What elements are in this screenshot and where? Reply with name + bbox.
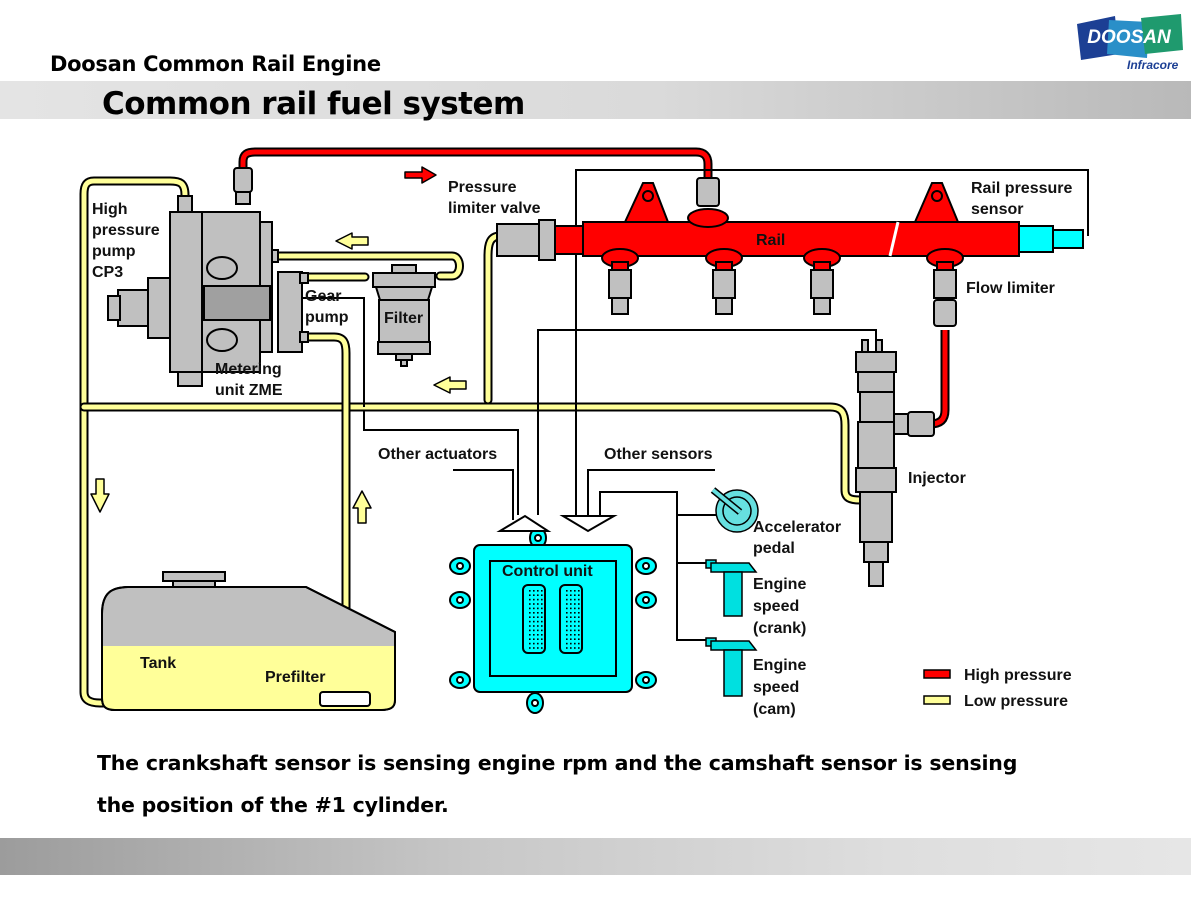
label-other-actuators: Other actuators: [378, 446, 497, 463]
label-rail-sensor-2: sensor: [971, 201, 1023, 218]
label-tank: Tank: [140, 655, 176, 672]
doosan-logo: DOOSAN: [1077, 14, 1183, 60]
prefilter: [319, 691, 371, 707]
label-injector: Injector: [908, 470, 966, 487]
rail-outlet-fitting: [803, 248, 841, 315]
label-cam-3: (cam): [753, 701, 796, 718]
label-pump-4: CP3: [92, 264, 123, 281]
header-subtitle: Doosan Common Rail Engine: [50, 52, 381, 76]
title-band: [0, 81, 1191, 119]
label-control-unit: Control unit: [502, 563, 593, 580]
control-unit: [449, 527, 657, 714]
fuel-tank: [101, 571, 396, 711]
label-crank-1: Engine: [753, 576, 806, 593]
legend-swatch-high: [923, 669, 951, 679]
wire-rail-sensor: [575, 169, 1089, 515]
injector: [855, 339, 935, 587]
ecu-mount-lug: [635, 671, 657, 689]
label-other-sensors: Other sensors: [604, 446, 713, 463]
page-title: Common rail fuel system: [102, 86, 525, 122]
label-limiter-2: limiter valve: [448, 200, 541, 217]
caption-line-1: The crankshaft sensor is sensing engine …: [97, 751, 1018, 775]
rail-outlet-fitting: [926, 248, 964, 327]
label-gear-pump-2: pump: [305, 309, 349, 326]
label-accel-1: Accelerator: [753, 519, 841, 536]
label-pump-1: High: [92, 201, 128, 218]
label-metering-1: Metering: [215, 361, 282, 378]
ecu-mount-lug: [526, 692, 544, 714]
rail-to-injector-line: [925, 330, 950, 429]
label-flow-limiter: Flow limiter: [966, 280, 1055, 297]
wire-other-sensors: [587, 469, 715, 520]
wire-sensors-bus: [599, 491, 720, 641]
rail-outlets: [601, 248, 964, 327]
flow-arrows: [90, 166, 467, 524]
label-prefilter: Prefilter: [265, 669, 325, 686]
fuel-filter: [372, 264, 436, 367]
label-limiter-1: Pressure: [448, 179, 517, 196]
ecu-mount-lug: [449, 557, 471, 575]
legend-label-high: High pressure: [964, 667, 1072, 684]
pump-shaft: [203, 285, 271, 321]
label-pump-3: pump: [92, 243, 136, 260]
label-rail: Rail: [756, 232, 785, 249]
label-cam-2: speed: [753, 679, 799, 696]
arrow-down-icon: [90, 478, 110, 513]
pump-inlet-fitting: [177, 195, 193, 213]
label-pump-2: pressure: [92, 222, 160, 239]
label-cam-1: Engine: [753, 657, 806, 674]
wire-other-actuators: [453, 469, 514, 520]
label-crank-2: speed: [753, 598, 799, 615]
label-metering-2: unit ZME: [215, 382, 283, 399]
label-crank-3: (crank): [753, 620, 806, 637]
ecu-inputs: [496, 514, 618, 533]
caption-line-2: the position of the #1 cylinder.: [97, 793, 449, 817]
rail-outlet-fitting: [705, 248, 743, 315]
ecu-mount-lug: [635, 557, 657, 575]
arrow-up-icon: [352, 490, 372, 524]
cam-speed-sensor: [705, 637, 758, 697]
wire-injector: [537, 329, 877, 515]
wire-metering-unit: [300, 297, 519, 515]
logo-division: Infracore: [1127, 58, 1179, 72]
ecu-mount-lug: [449, 671, 471, 689]
pump-to-rail-line: [238, 147, 713, 178]
rail-outlet-fitting: [601, 248, 639, 315]
accelerator-pedal-sensor: [710, 487, 759, 533]
ecu-mount-lug: [635, 591, 657, 609]
label-gear-pump-1: Gear: [305, 288, 341, 305]
legend-swatch-low: [923, 695, 951, 705]
component-labels: High pressure pump CP3 Gear pump Meterin…: [92, 179, 1072, 718]
crank-speed-sensor: [705, 559, 758, 617]
rail-pressure-sensor: [1018, 225, 1054, 253]
arrow-left-icon: [335, 232, 369, 250]
legend-label-low: Low pressure: [964, 693, 1068, 710]
label-accel-2: pedal: [753, 540, 795, 557]
footer-band: [0, 838, 1191, 875]
pressure-limiter-valve: [496, 219, 584, 261]
arrow-right-icon: [404, 166, 437, 184]
label-filter: Filter: [384, 310, 423, 327]
legend: High pressure Low pressure: [923, 667, 1072, 710]
ecu-mount-lug: [449, 591, 471, 609]
logo-brand: DOOSAN: [1087, 27, 1172, 48]
arrow-left-icon: [433, 376, 467, 394]
label-rail-sensor-1: Rail pressure: [971, 180, 1072, 197]
logo-square-teal: [1107, 20, 1149, 58]
signal-wires: [300, 169, 1089, 641]
high-pressure-pump: [107, 167, 309, 387]
logo-square-green: [1141, 14, 1183, 54]
